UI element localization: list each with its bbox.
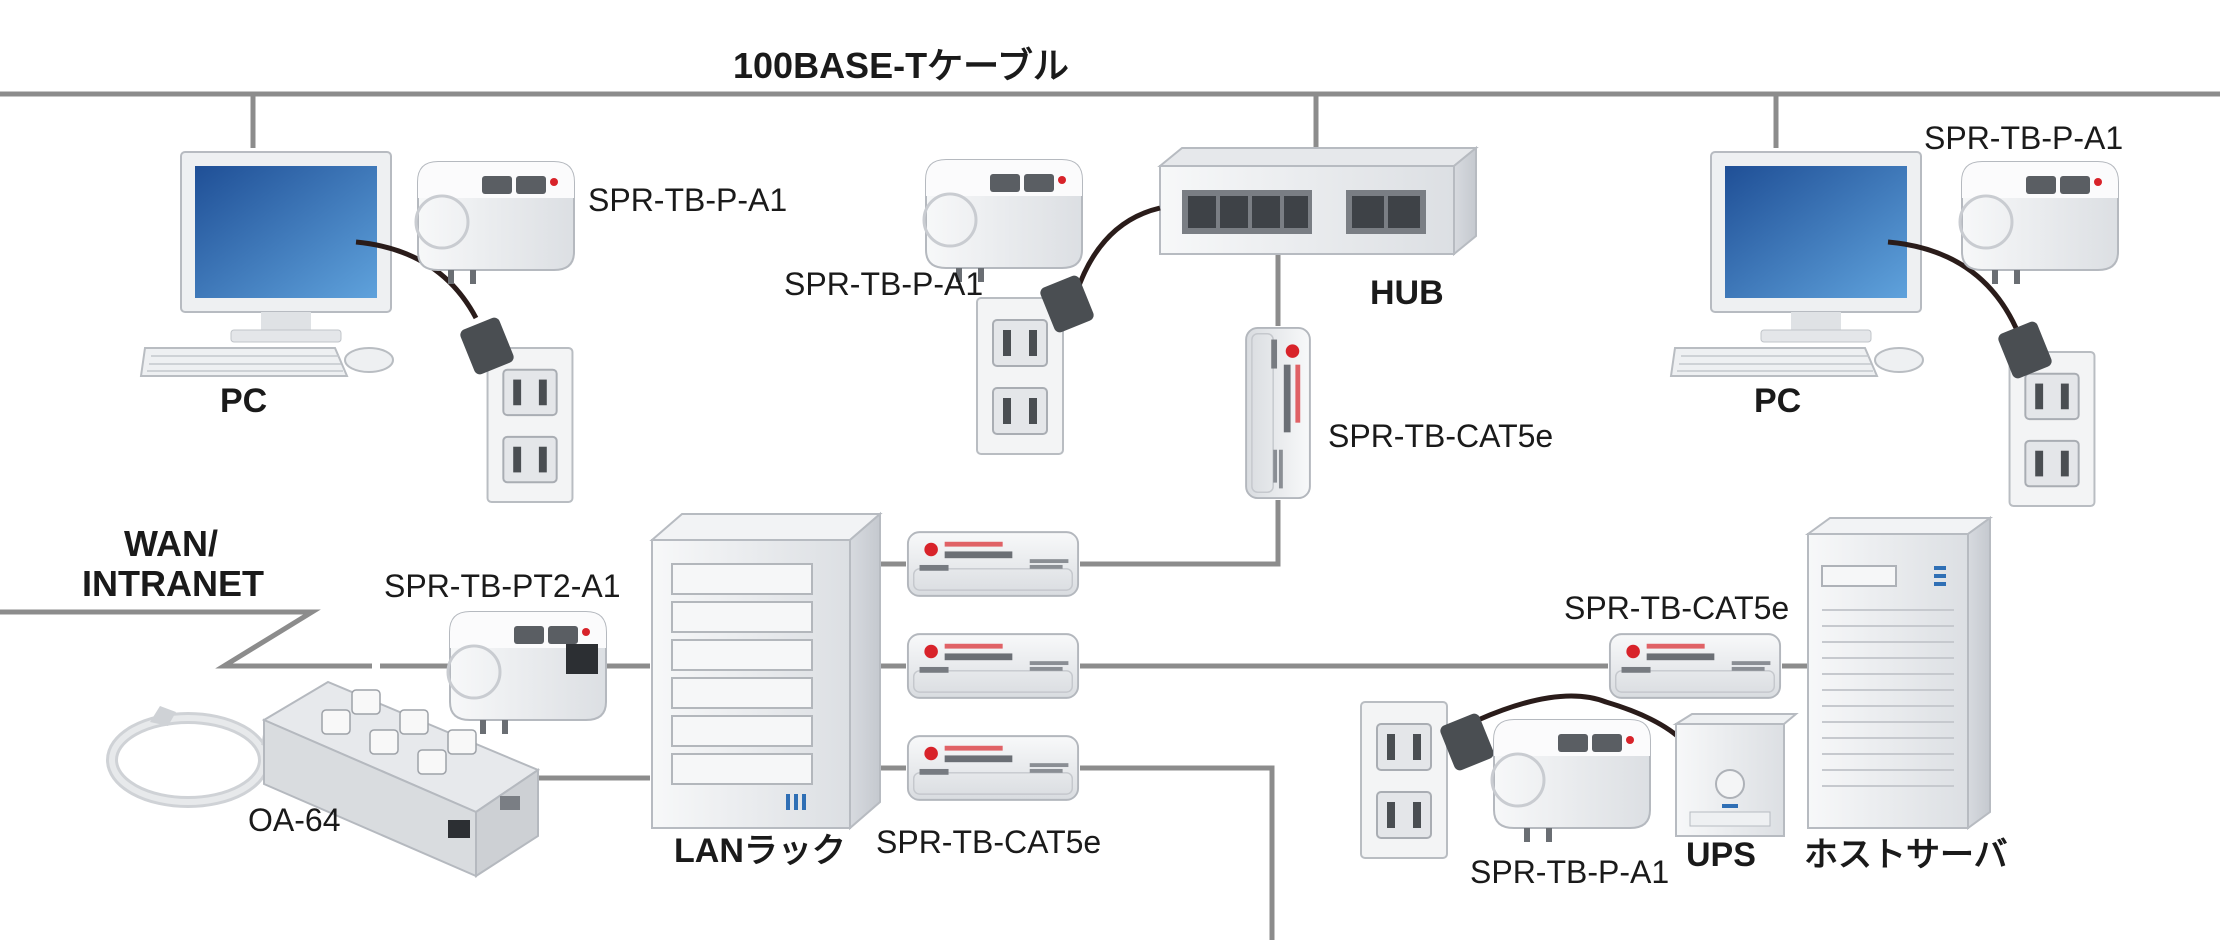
surge-protector-pt2: [446, 610, 608, 734]
spr-cat5e-server-label: SPR-TB-CAT5e: [1564, 590, 1790, 626]
blocker-rack-3: [906, 735, 1080, 801]
blocker-hub: [1245, 326, 1311, 500]
host-server: [1804, 516, 1994, 830]
surge-protector-ups: [1490, 718, 1652, 842]
surge-protector-pc-left: [414, 160, 576, 284]
plug-hub: [1040, 275, 1094, 333]
outlet-pc-left: [486, 346, 574, 504]
blocker-server: [1608, 633, 1782, 699]
pc-left: [139, 150, 395, 378]
wan-line: [0, 609, 372, 669]
surge-protector-hub: [922, 158, 1084, 282]
lan-rack: [649, 511, 883, 831]
spr-p-a1-pc-left-label: SPR-TB-P-A1: [588, 182, 788, 218]
plug-ups: [1440, 713, 1494, 771]
oa64-power-strip: [106, 680, 541, 878]
spr-p-a1-pc-right-label: SPR-TB-P-A1: [1924, 120, 2124, 156]
pc-left-label: PC: [220, 382, 268, 420]
spr-p-a1-hub-label: SPR-TB-P-A1: [784, 266, 984, 302]
host-server-label: ホストサーバ: [1804, 836, 2008, 874]
outlet-ups: [1359, 700, 1449, 860]
spr-cat5e-hub-label: SPR-TB-CAT5e: [1328, 418, 1554, 454]
oa64-label: OA-64: [248, 802, 341, 838]
spr-cat5e-rack-label: SPR-TB-CAT5e: [876, 824, 1102, 860]
hub-label: HUB: [1370, 274, 1444, 312]
ups-device: [1672, 713, 1799, 837]
plug-pc-right: [1998, 321, 2052, 379]
wan-label-line1: WAN/: [124, 523, 218, 564]
pc-right: [1669, 150, 1925, 378]
ups-label: UPS: [1686, 836, 1756, 874]
hub-device: [1157, 145, 1479, 257]
cable-label: 100BASE-Tケーブル: [733, 45, 1069, 86]
blocker-rack-1: [906, 531, 1080, 597]
blocker-rack-2: [906, 633, 1080, 699]
blocker-to-rack-line: [1080, 500, 1281, 567]
hub-power-cord: [1073, 205, 1161, 295]
pc-right-power-cord: [1887, 239, 2019, 330]
outlet-hub: [975, 296, 1065, 456]
spr-pt2-a1-label: SPR-TB-PT2-A1: [384, 568, 621, 604]
wan-label-line2: INTRANET: [82, 563, 264, 604]
spr-p-a1-ups-label: SPR-TB-P-A1: [1470, 854, 1670, 890]
ups-power-cord: [1476, 693, 1686, 744]
network-lines: [0, 91, 2220, 940]
pc-right-label: PC: [1754, 382, 1802, 420]
surge-protector-pc-right: [1958, 160, 2120, 284]
plug-pc-left: [460, 317, 514, 375]
lan-rack-label: LANラック: [674, 832, 846, 870]
rack-bottom-line: [1080, 765, 1275, 940]
